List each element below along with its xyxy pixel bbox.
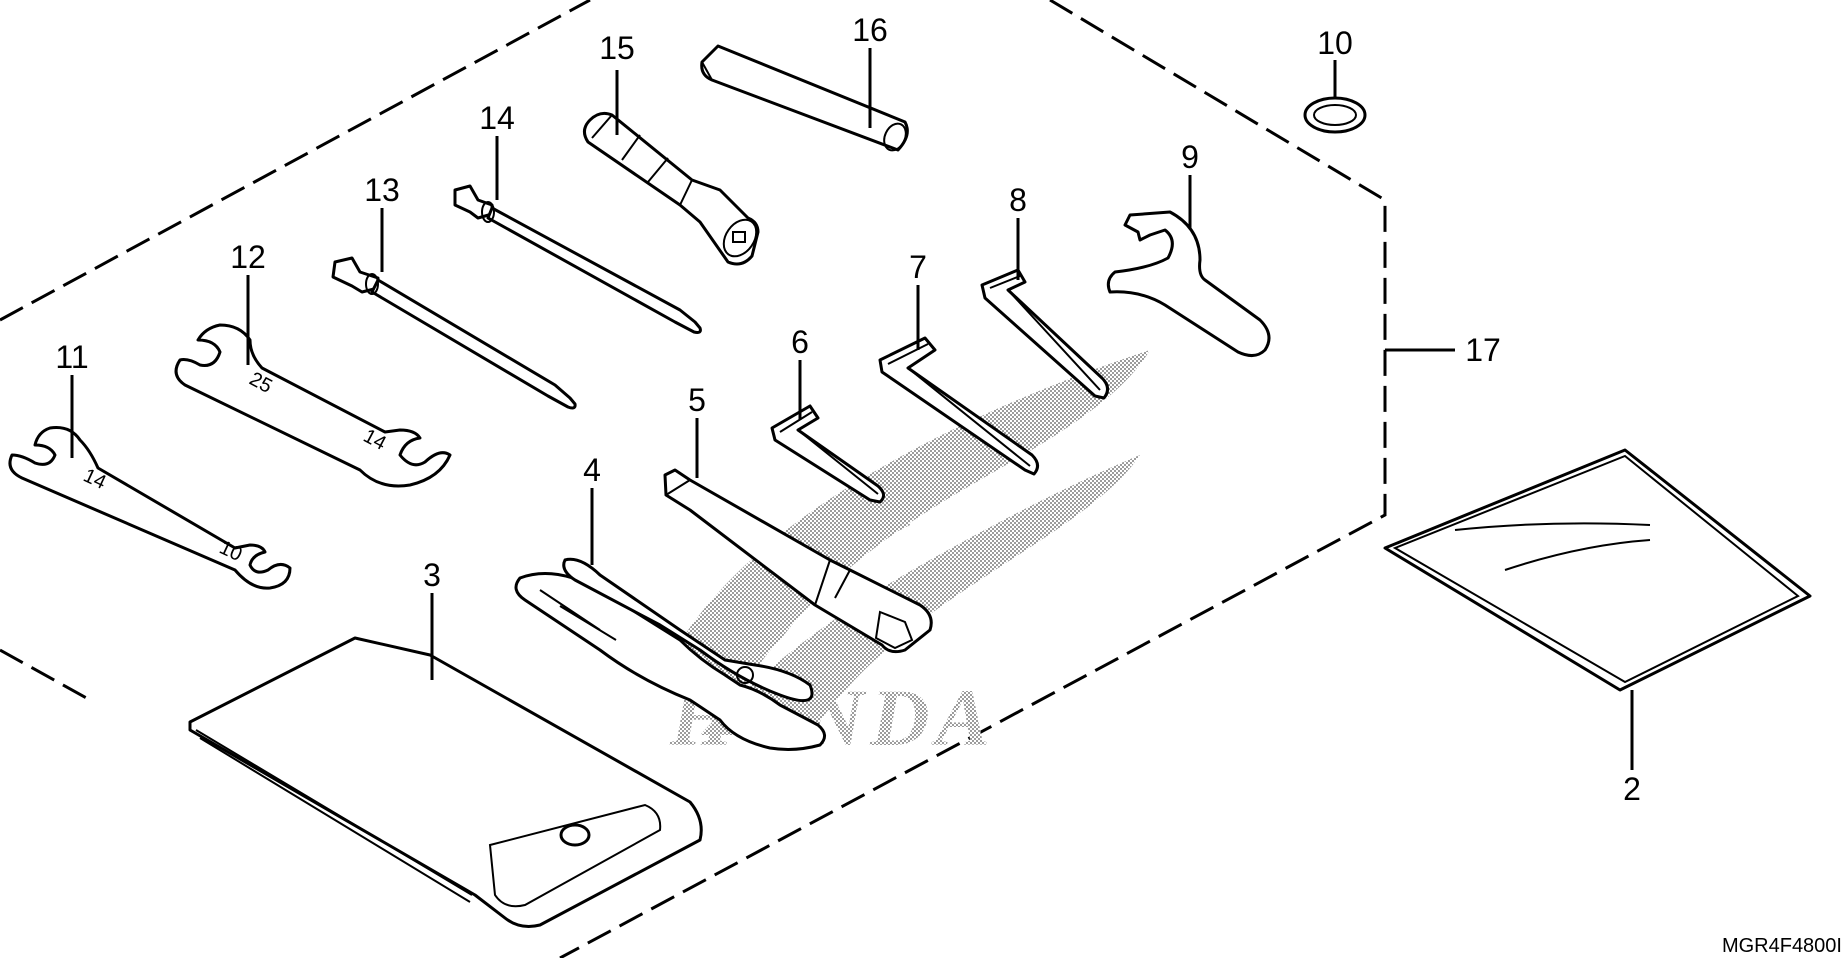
hex-key-part-6 <box>770 404 885 504</box>
o-ring-part-10 <box>1303 96 1367 134</box>
callout-9: 9 <box>1181 139 1199 175</box>
callout-7: 7 <box>909 249 927 285</box>
tool-pouch-part-3 <box>188 636 703 928</box>
callout-3: 3 <box>423 557 441 593</box>
screwdriver-part-13 <box>331 256 577 410</box>
manual-bag-part-2 <box>1383 448 1812 692</box>
leader-lines <box>70 48 1634 770</box>
drawing-code: MGR4F4800I <box>1722 935 1842 957</box>
callout-16: 16 <box>852 12 888 48</box>
kit-boundary-dashed <box>0 0 1387 958</box>
callout-14: 14 <box>479 100 515 136</box>
screwdriver-part-14 <box>453 184 702 334</box>
callout-13: 13 <box>364 172 400 208</box>
pin-spanner-part-9 <box>1106 210 1271 357</box>
callout-5: 5 <box>688 382 706 418</box>
callout-11: 11 <box>55 339 88 375</box>
screwdriver-handle-part-15 <box>583 111 760 266</box>
hex-key-part-7 <box>878 336 1039 476</box>
socket-wrench-part-5 <box>663 468 933 654</box>
callout-17: 17 <box>1465 332 1501 368</box>
callout-15: 15 <box>599 30 635 66</box>
callout-2: 2 <box>1623 771 1641 807</box>
wrench-part-12: 25 14 <box>174 323 452 488</box>
callout-4: 4 <box>583 452 601 488</box>
callout-12: 12 <box>230 239 266 275</box>
pliers-part-4 <box>514 557 826 751</box>
wrench-part-11: 14 10 <box>8 426 292 590</box>
tool-tube-part-16 <box>700 44 909 152</box>
callout-10: 10 <box>1317 25 1353 61</box>
callout-6: 6 <box>791 324 809 360</box>
hex-key-part-8 <box>980 268 1109 400</box>
callout-8: 8 <box>1009 182 1027 218</box>
callout-labels: 2 3 4 5 6 7 8 9 10 11 12 13 14 15 16 17 <box>55 12 1641 807</box>
